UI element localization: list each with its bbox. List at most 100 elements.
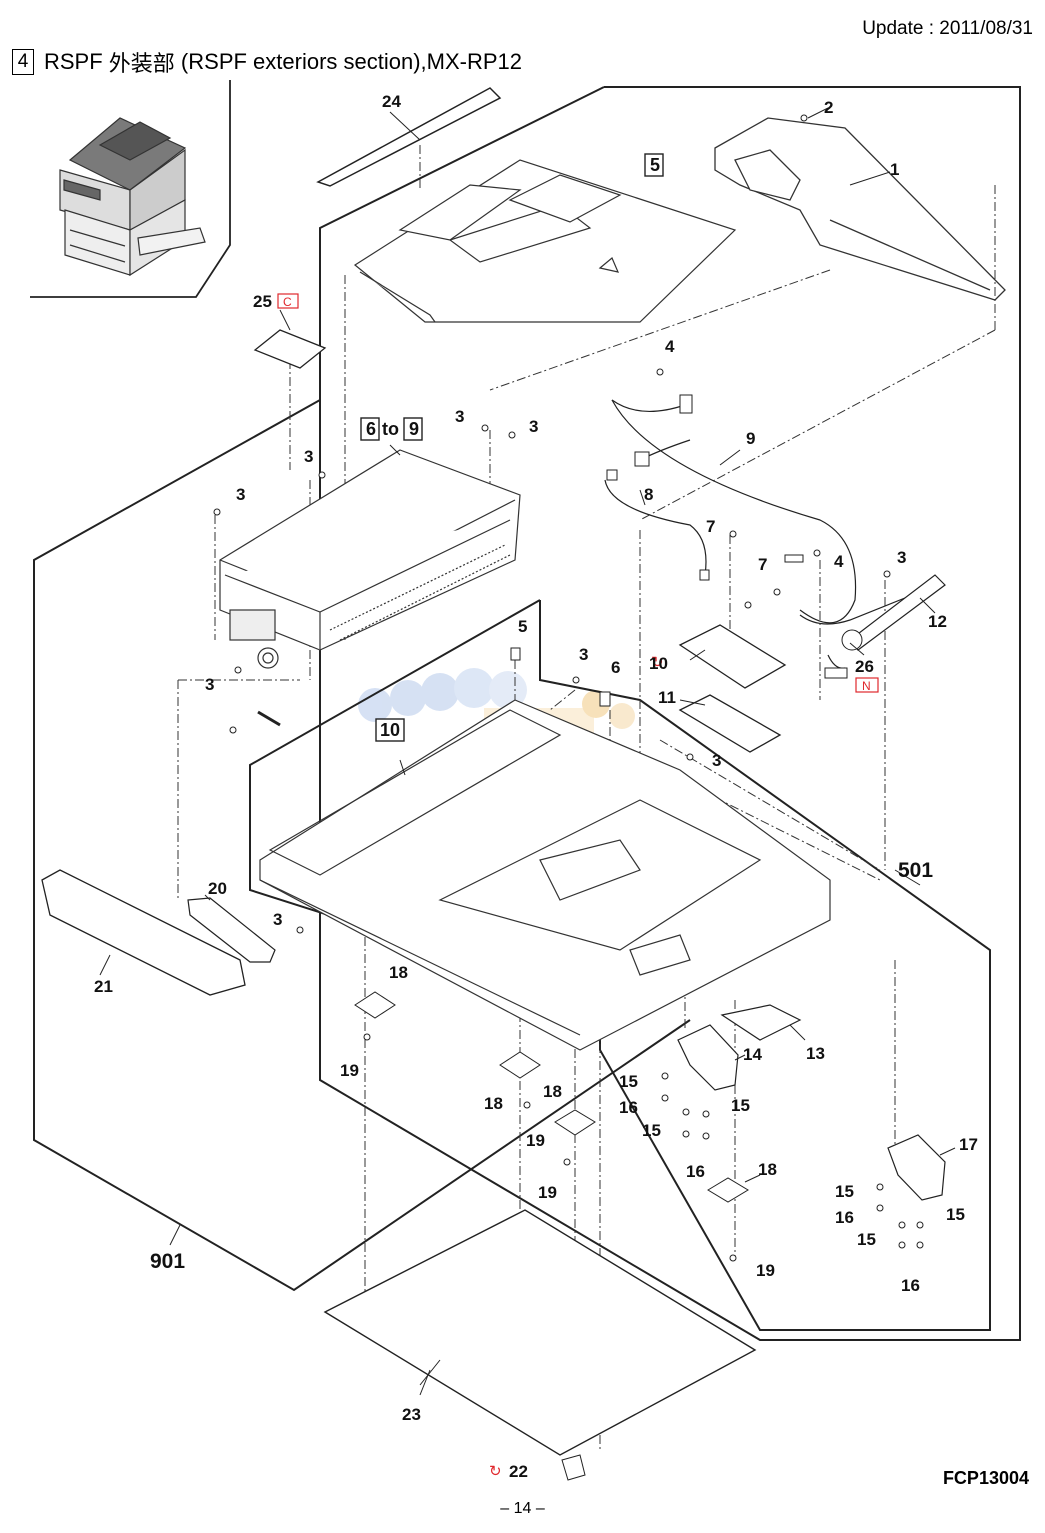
callout-22: 22 bbox=[509, 1462, 528, 1481]
callout-16d: 16 bbox=[901, 1276, 920, 1295]
callout-5-boxed: 5 bbox=[650, 155, 660, 175]
label-box-9 bbox=[403, 417, 423, 441]
figure-code: FCP13004 bbox=[942, 1468, 1029, 1488]
title-prefix: RSPF bbox=[44, 49, 109, 74]
callout-3g: 3 bbox=[205, 675, 214, 694]
callout-6: 6 bbox=[611, 658, 620, 677]
part-17-hinge bbox=[887, 1134, 946, 1201]
replace-icon-10: ↻ bbox=[651, 653, 664, 671]
callout-2: 2 bbox=[824, 98, 833, 117]
callout-18a: 18 bbox=[389, 963, 408, 982]
callout-18d: 18 bbox=[758, 1160, 777, 1179]
screws bbox=[213, 114, 924, 1262]
callout-24: 24 bbox=[382, 92, 401, 111]
callout-14: 14 bbox=[743, 1045, 762, 1064]
callout-3i: 3 bbox=[273, 910, 282, 929]
callout-501: 501 bbox=[898, 859, 933, 882]
badge-c-text: C bbox=[283, 295, 292, 309]
callout-25: 25 bbox=[253, 292, 272, 311]
callout-16a: 16 bbox=[619, 1098, 638, 1117]
callout-15b: 15 bbox=[731, 1096, 750, 1115]
callout-9: 9 bbox=[746, 429, 755, 448]
callout-18c: 18 bbox=[484, 1094, 503, 1113]
callout-3h: 3 bbox=[712, 751, 721, 770]
assembly-501-outline bbox=[249, 599, 991, 1331]
callout-9-boxed: 9 bbox=[409, 419, 419, 439]
part-13-pad bbox=[720, 1004, 802, 1041]
section-number-box: 4 bbox=[12, 49, 34, 75]
callout-to: to bbox=[382, 419, 399, 439]
part-11-bracket bbox=[678, 694, 782, 753]
printer-thumbnail bbox=[59, 117, 206, 277]
part-5-tray bbox=[353, 159, 737, 323]
callout-3f: 3 bbox=[579, 645, 588, 664]
callout-19b: 19 bbox=[526, 1131, 545, 1150]
badge-c bbox=[277, 293, 299, 309]
callout-7a: 7 bbox=[706, 517, 715, 536]
callout-16b: 16 bbox=[686, 1162, 705, 1181]
callout-20: 20 bbox=[208, 879, 227, 898]
part-18-pad-a bbox=[354, 991, 396, 1019]
callout-7b: 7 bbox=[758, 555, 767, 574]
callout-5: 5 bbox=[518, 617, 527, 636]
callout-3d: 3 bbox=[236, 485, 245, 504]
callout-15c: 15 bbox=[642, 1121, 661, 1140]
callout-17: 17 bbox=[959, 1135, 978, 1154]
callout-21: 21 bbox=[94, 977, 113, 996]
callout-16c: 16 bbox=[835, 1208, 854, 1227]
page-number: – 14 – bbox=[500, 1500, 545, 1517]
callout-19c: 19 bbox=[538, 1183, 557, 1202]
callout-1: 1 bbox=[890, 160, 899, 179]
callout-15e: 15 bbox=[946, 1205, 965, 1224]
part-18-pad-d bbox=[707, 1177, 749, 1203]
assembly-6-to-9 bbox=[219, 449, 521, 669]
part-20-bracket bbox=[187, 897, 276, 963]
callout-15a: 15 bbox=[619, 1072, 638, 1091]
part-14-hinge bbox=[677, 1024, 739, 1091]
assembly-10-base bbox=[259, 699, 831, 1051]
callout-15f: 15 bbox=[857, 1230, 876, 1249]
callout-11: 11 bbox=[658, 688, 676, 707]
label-box-5 bbox=[644, 153, 664, 177]
label-box-6 bbox=[360, 417, 380, 441]
callout-15d: 15 bbox=[835, 1182, 854, 1201]
callout-3c: 3 bbox=[304, 447, 313, 466]
callout-4a: 4 bbox=[665, 337, 675, 356]
callout-6-boxed: 6 bbox=[366, 419, 376, 439]
badge-n bbox=[855, 677, 879, 693]
title-suffix: (RSPF exteriors section),MX-RP12 bbox=[174, 49, 523, 74]
part-21-cover bbox=[41, 869, 246, 996]
callout-3b: 3 bbox=[529, 417, 538, 436]
update-date: Update : 2011/08/31 bbox=[862, 18, 1033, 39]
callout-23: 23 bbox=[402, 1405, 421, 1424]
part-24-strip bbox=[316, 87, 502, 187]
page-title: 4 RSPF 外装部 (RSPF exteriors section),MX-RP… bbox=[12, 46, 522, 78]
callout-3a: 3 bbox=[455, 407, 464, 426]
label-box-10 bbox=[375, 718, 405, 742]
callout-18b: 18 bbox=[543, 1082, 562, 1101]
callout-8: 8 bbox=[644, 485, 653, 504]
replace-icon-22: ↻ bbox=[489, 1462, 502, 1480]
leader-lines bbox=[99, 107, 956, 1396]
callout-10: 10 bbox=[649, 654, 668, 673]
callout-26: 26 bbox=[855, 657, 874, 676]
part-10-pcb bbox=[678, 624, 787, 689]
part-22-clip bbox=[561, 1454, 586, 1481]
callout-3e: 3 bbox=[897, 548, 906, 567]
part-23-sheet bbox=[323, 1209, 757, 1456]
callout-19d: 19 bbox=[756, 1261, 775, 1280]
callout-901: 901 bbox=[150, 1250, 185, 1273]
callout-19a: 19 bbox=[340, 1061, 359, 1080]
callout-4b: 4 bbox=[834, 552, 844, 571]
title-cjk: 外装部 bbox=[108, 52, 175, 77]
callout-10-boxed: 10 bbox=[380, 720, 400, 740]
part-1-cover bbox=[714, 117, 1006, 301]
assembly-901-outline bbox=[319, 86, 1021, 1341]
callouts: 24 2 1 25 4 3 3 9 3 8 3 7 4 3 7 12 5 3 6… bbox=[94, 92, 978, 1481]
part-18-pad-c bbox=[554, 1109, 596, 1136]
callout-13: 13 bbox=[806, 1044, 825, 1063]
callout-12: 12 bbox=[928, 612, 947, 631]
part-18-pad-b bbox=[499, 1051, 541, 1079]
badge-n-text: N bbox=[862, 679, 871, 693]
